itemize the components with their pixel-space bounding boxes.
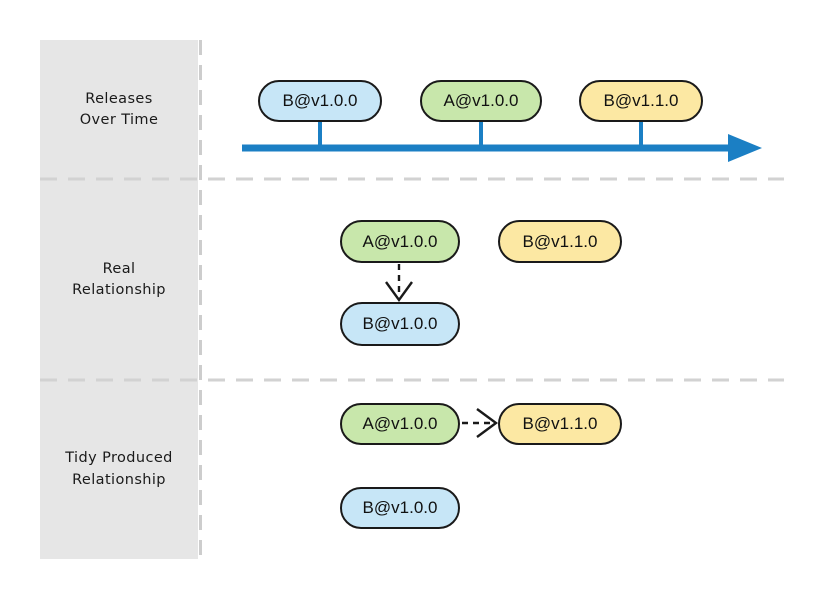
node-timeline-a-v1-0-0: A@v1.0.0 — [420, 80, 542, 122]
node-timeline-b-v1-1-0: B@v1.1.0 — [579, 80, 703, 122]
row-label-line: Relationship — [72, 282, 166, 298]
node-timeline-b-v1-0-0: B@v1.0.0 — [258, 80, 382, 122]
node-tidy-a-v1-0-0: A@v1.0.0 — [340, 403, 460, 445]
row-label-real-relationship: Real Relationship — [40, 180, 198, 380]
node-real-a-v1-0-0: A@v1.0.0 — [340, 220, 460, 263]
row-label-tidy-produced-relationship: Tidy Produced Relationship — [40, 380, 198, 559]
row-label-line: Relationship — [72, 471, 166, 488]
node-real-b-v1-0-0: B@v1.0.0 — [340, 302, 460, 346]
row-label-sidebar: Releases Over Time Real Relationship Tid… — [40, 40, 198, 559]
node-tidy-b-v1-1-0: B@v1.1.0 — [498, 403, 622, 445]
time-axis-arrowhead — [728, 134, 762, 162]
row-label-releases-over-time: Releases Over Time — [40, 40, 198, 180]
tidy-dependency-arrowhead — [476, 408, 499, 438]
row-label-line: Tidy Produced — [65, 450, 173, 467]
node-tidy-b-v1-0-0: B@v1.0.0 — [340, 487, 460, 529]
node-real-b-v1-1-0: B@v1.1.0 — [498, 220, 622, 263]
row-label-line: Releases — [85, 90, 153, 107]
row-label-line: Real — [102, 260, 136, 277]
row-label-line: Over Time — [79, 112, 159, 128]
real-dependency-arrowhead — [385, 281, 413, 303]
